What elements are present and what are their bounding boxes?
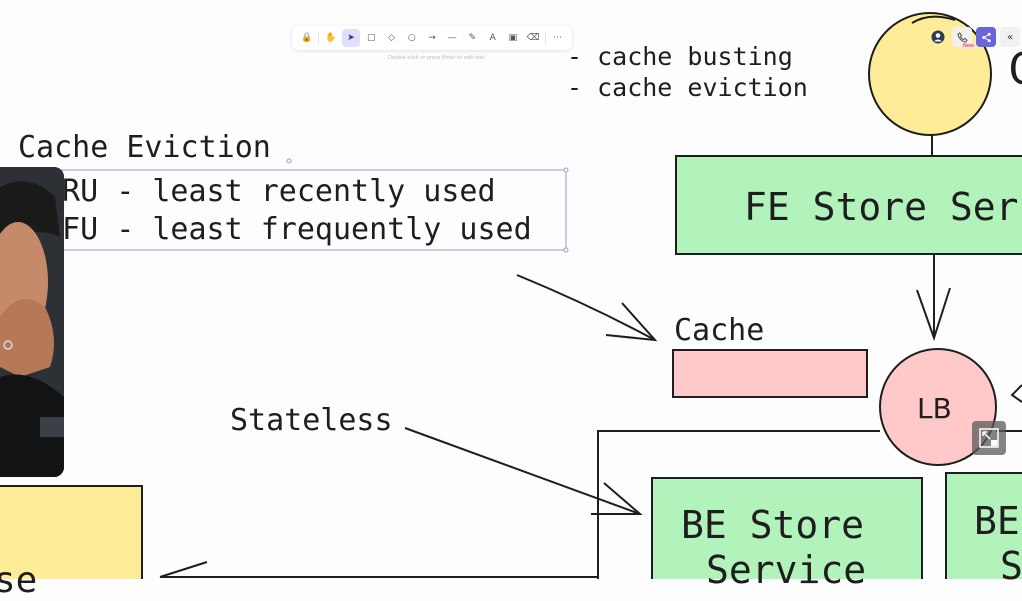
selection-handle[interactable] xyxy=(563,167,569,173)
select-icon[interactable]: ➤ xyxy=(342,29,360,47)
lb-circle-shape[interactable] xyxy=(879,348,997,466)
drawing-toolbar: 🔒 ✋ ➤ ▢ ◇ ○ → — ✎ A ▣ ⌫ ⋯ xyxy=(292,26,572,50)
ellipse-icon[interactable]: ○ xyxy=(407,33,416,43)
pencil-icon[interactable]: ✎ xyxy=(468,33,477,43)
whiteboard-canvas[interactable] xyxy=(0,0,1022,579)
cache-box[interactable] xyxy=(672,349,868,398)
be-store2-label-line1[interactable]: BE xyxy=(974,499,1020,543)
be-store2-label-line2[interactable]: S xyxy=(1000,544,1022,588)
stateless-label[interactable]: Stateless xyxy=(230,403,393,438)
be-store-label-line2[interactable]: Service xyxy=(706,548,867,592)
fe-store-service-label[interactable]: FE Store Ser xyxy=(744,185,1019,229)
selection-handle[interactable] xyxy=(286,158,292,164)
arrow-head xyxy=(591,482,643,515)
cache-eviction-title[interactable]: Cache Eviction xyxy=(18,130,271,165)
yellow-box-bottom-left[interactable] xyxy=(0,485,143,579)
hand-icon[interactable]: ✋ xyxy=(325,33,337,43)
share-icon[interactable] xyxy=(976,27,996,47)
be-store-service-box[interactable] xyxy=(651,477,923,579)
cache-label[interactable]: Cache xyxy=(674,313,765,348)
more-tools-icon[interactable]: ⋯ xyxy=(552,33,562,43)
lru-line[interactable]: LRU - least recently used xyxy=(44,174,496,209)
fe-store-service-box[interactable] xyxy=(675,155,1022,255)
webcam-video-overlay[interactable] xyxy=(0,167,64,477)
arrow-head xyxy=(605,302,658,342)
webcam-person-image xyxy=(0,167,64,477)
expand-icon[interactable] xyxy=(972,421,1006,455)
selection-handle[interactable] xyxy=(563,247,569,253)
toolbar-divider xyxy=(544,31,546,45)
phone-icon[interactable] xyxy=(952,27,972,47)
chevron-double-left-icon[interactable]: « xyxy=(1000,27,1020,47)
be-store-service-box-2[interactable] xyxy=(945,472,1022,579)
diamond-icon[interactable]: ◇ xyxy=(388,33,395,43)
lfu-line[interactable]: LFU - least frequently used xyxy=(44,212,532,247)
arrow-head xyxy=(916,287,951,342)
new-badge: New xyxy=(961,43,976,49)
list-item-cache-eviction[interactable]: - cache eviction xyxy=(567,73,808,102)
arrow-icon[interactable]: → xyxy=(428,33,436,43)
partial-label-bottom-left[interactable]: se xyxy=(0,560,38,601)
toolbar-divider xyxy=(318,31,320,45)
user-avatar-icon[interactable] xyxy=(928,27,948,47)
sketch-stroke xyxy=(911,15,956,24)
lb-label[interactable]: LB xyxy=(917,392,952,425)
be-store-label-line1[interactable]: BE Store xyxy=(681,503,865,547)
partial-label-top-right[interactable]: C xyxy=(1008,44,1022,95)
arrow-stateless xyxy=(404,427,641,515)
text-icon[interactable]: A xyxy=(489,33,496,43)
arrow-to-cache xyxy=(516,274,656,341)
toolbar-hint: Double-click or press Enter to edit text xyxy=(388,55,485,61)
rectangle-icon[interactable]: ▢ xyxy=(367,33,376,43)
list-item-cache-busting[interactable]: - cache busting xyxy=(567,42,793,71)
arrow-head xyxy=(1010,384,1022,403)
lock-icon[interactable]: 🔒 xyxy=(301,33,313,43)
eraser-icon[interactable]: ⌫ xyxy=(526,33,540,43)
line-icon[interactable]: — xyxy=(447,33,457,43)
arrow-head xyxy=(159,561,208,578)
image-icon[interactable]: ▣ xyxy=(508,33,518,43)
